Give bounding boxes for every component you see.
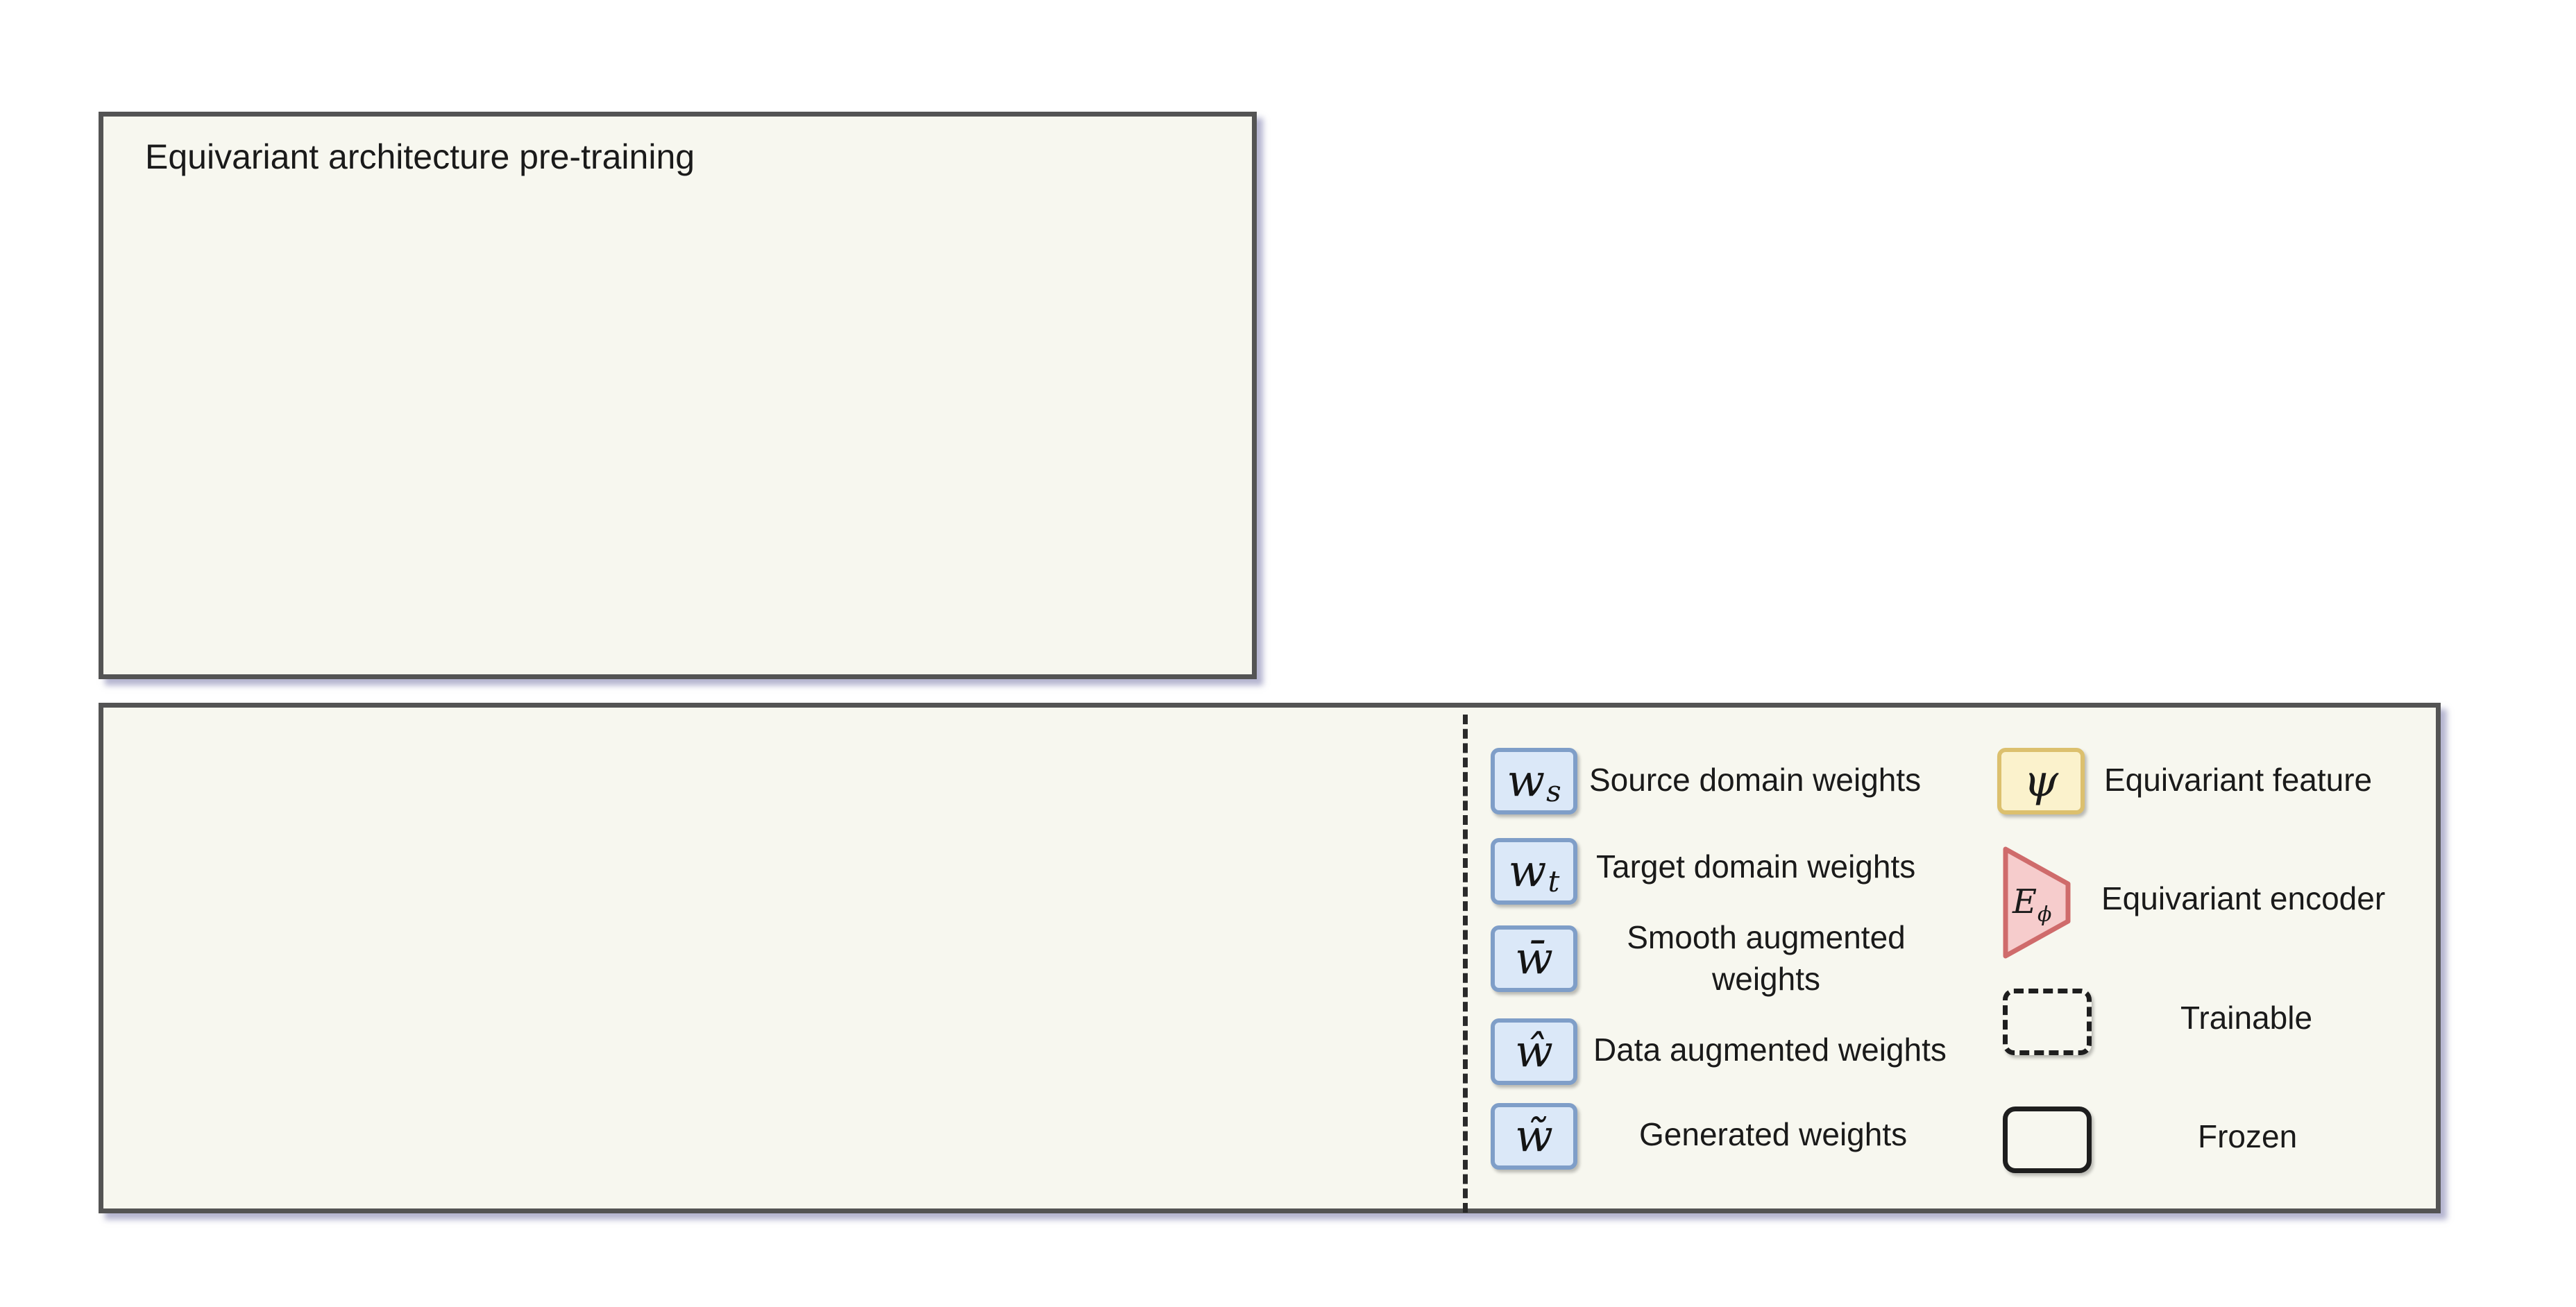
frozen-symbol <box>2003 1107 2092 1173</box>
pretraining-panel <box>99 112 1257 679</box>
smooth-augmented-symbol: w̄ <box>1491 925 1577 992</box>
data-augmented-symbol: ŵ <box>1491 1018 1577 1085</box>
trainable-label: Trainable <box>2180 1000 2313 1036</box>
source-weights-label: Source domain weights <box>1589 762 1922 798</box>
frozen-label: Frozen <box>2198 1118 2298 1154</box>
equivariant-encoder-icon: E ϕ <box>2003 846 2071 959</box>
equivariant-encoder-label: Equivariant encoder <box>2101 880 2386 916</box>
target-weights-label: Target domain weights <box>1596 848 1916 885</box>
data-augmented-label: Data augmented weights <box>1593 1032 1947 1068</box>
equivariant-feature-symbol: ψ <box>1997 748 2085 814</box>
generated-weights-label: Generated weights <box>1639 1116 1908 1152</box>
trainable-symbol <box>2003 989 2092 1055</box>
dashed-divider <box>1463 715 1468 1213</box>
encoder-symbol: E <box>2012 882 2037 921</box>
smooth-augmented-label: Smooth augmented weights <box>1627 919 1906 997</box>
generated-weights-symbol: w̃ <box>1491 1103 1577 1170</box>
encoder-subscript: ϕ <box>2037 903 2051 927</box>
equivariant-feature-label: Equivariant feature <box>2104 762 2373 798</box>
panel-title: Equivariant architecture pre-training <box>145 137 695 176</box>
